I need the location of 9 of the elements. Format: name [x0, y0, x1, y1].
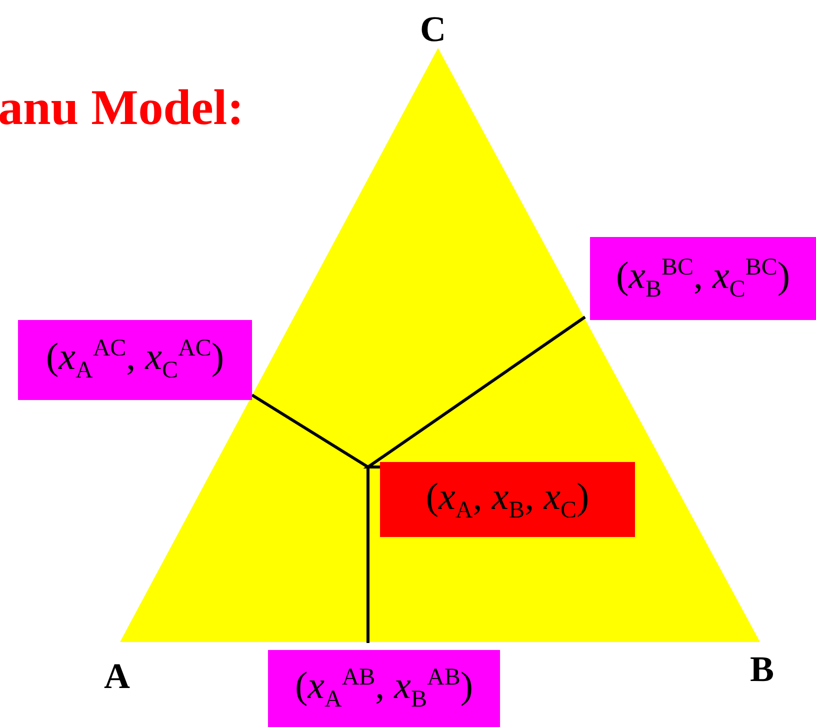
vertex-label: C [420, 8, 446, 50]
vertex-label: A [104, 655, 130, 697]
vertex-label: B [750, 648, 774, 690]
title: anu Model: [0, 78, 244, 136]
composition-label: (x$_{A}$$^{AC}$, x$_{C}$$^{AC}$) [18, 320, 252, 400]
phase-boundary-line [363, 316, 586, 468]
point-label: (x$_{A}$, x$_{B}$, x$_{C}$) [380, 462, 635, 537]
composition-label: (x$_{A}$$^{AB}$, x$_{B}$$^{AB}$) [268, 650, 500, 727]
composition-label: (x$_{B}$$^{BC}$, x$_{C}$$^{BC}$) [590, 237, 816, 320]
